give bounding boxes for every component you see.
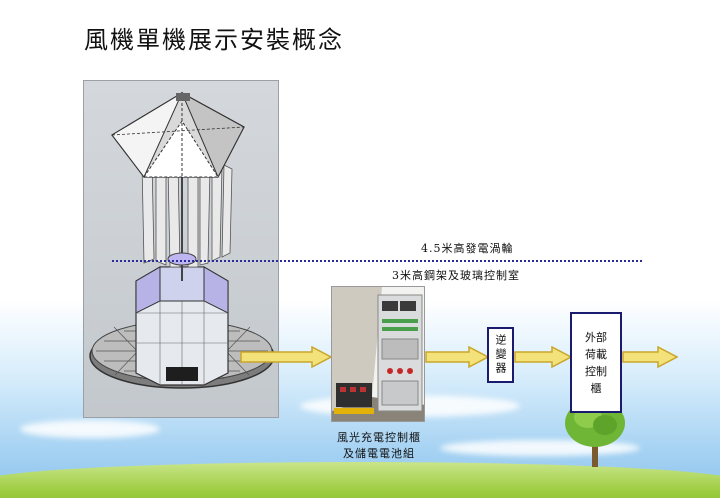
inverter-box: 逆變器 xyxy=(487,327,514,383)
flow-arrow-3 xyxy=(514,346,572,368)
page-title: 風機單機展示安裝概念 xyxy=(84,26,344,54)
external-load-line-3: 控制 xyxy=(585,364,607,378)
external-load-line-2: 荷載 xyxy=(585,347,607,361)
caption-line-1: 風光充電控制櫃 xyxy=(337,431,421,444)
turbine-height-label: 4.5米高發電渦輪 xyxy=(421,242,514,255)
external-load-line-4: 櫃 xyxy=(590,381,602,395)
external-load-cabinet-label: 外部 荷載 控制 櫃 xyxy=(584,329,608,397)
grass-background xyxy=(0,462,720,498)
steel-frame-label: 3米高鋼架及玻璃控制室 xyxy=(392,269,520,282)
charge-controller-cabinet-photo xyxy=(331,286,425,422)
cloud xyxy=(20,420,160,438)
cabinet-caption: 風光充電控制櫃 及儲電電池組 xyxy=(322,430,436,462)
height-reference-line xyxy=(112,260,642,262)
flow-arrow-4 xyxy=(622,346,678,368)
external-load-line-1: 外部 xyxy=(585,330,607,344)
flow-arrow-2 xyxy=(425,346,489,368)
caption-line-2: 及儲電電池組 xyxy=(343,447,415,460)
external-load-cabinet-box: 外部 荷載 控制 櫃 xyxy=(570,312,622,413)
flow-arrow-1 xyxy=(240,346,332,368)
inverter-label: 逆變器 xyxy=(494,334,507,376)
